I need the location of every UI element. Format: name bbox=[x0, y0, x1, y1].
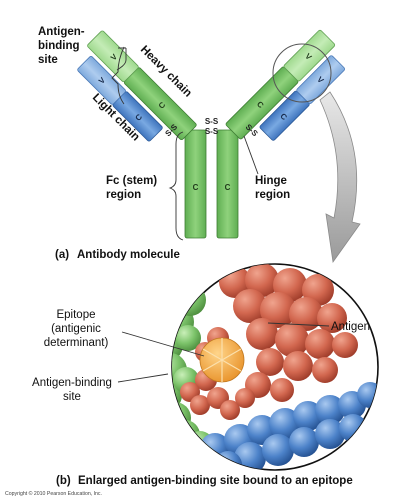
light-chain-spheres bbox=[200, 382, 378, 470]
hinge-region-label-line2: region bbox=[255, 189, 290, 201]
antigen-binding-site-bracket bbox=[116, 47, 127, 71]
light-right-v-label: V bbox=[315, 75, 326, 86]
light-right-c-label: C bbox=[278, 112, 289, 123]
light-left-v-label: V bbox=[97, 75, 108, 86]
zoom-arrow bbox=[319, 91, 361, 264]
caption-a-prefix: (a) bbox=[55, 249, 69, 261]
antigen-binding-site-label-line3: site bbox=[38, 54, 58, 66]
epitope-label-line2: (antigenic bbox=[51, 323, 101, 335]
hinge-region-label-line1: Hinge bbox=[255, 175, 287, 187]
antigen-binding-site-label-line2: binding bbox=[38, 40, 80, 52]
light-chain-right: C V bbox=[259, 55, 346, 141]
light-left-c-label: C bbox=[134, 112, 145, 123]
caption-b-prefix: (b) bbox=[56, 475, 71, 487]
binding-site-leader bbox=[117, 373, 169, 383]
epitope-shape bbox=[199, 337, 245, 383]
antigen-label: Antigen bbox=[331, 321, 370, 333]
light-chain-left: C V bbox=[77, 56, 163, 142]
disulfide-bond-2: S-S bbox=[205, 127, 219, 136]
caption-a: Antibody molecule bbox=[77, 249, 180, 261]
antibody-molecule: C C C V C V C V C V bbox=[38, 26, 346, 261]
heavy-chain-arm-left: C V bbox=[87, 30, 197, 141]
caption-b: Enlarged antigen-binding site bound to a… bbox=[78, 475, 353, 487]
binding-site-label-line1: Antigen-binding bbox=[32, 377, 112, 389]
antigen-binding-site-brace bbox=[111, 46, 125, 105]
epitope-leader bbox=[121, 331, 205, 357]
epitope-label-line3: determinant) bbox=[44, 337, 109, 349]
heavy-chain-stem-left bbox=[184, 129, 207, 239]
epitope-label-line1: Epitope bbox=[56, 309, 95, 321]
heavy-left-v-label: V bbox=[109, 52, 120, 63]
binding-site-label-line2: site bbox=[63, 391, 81, 403]
fc-region-label-line1: Fc (stem) bbox=[106, 175, 157, 187]
binding-site-enlargement: Epitope (antigenic determinant) Antigen … bbox=[32, 263, 379, 487]
zoom-circle bbox=[272, 43, 332, 103]
fc-region-label-line2: region bbox=[106, 189, 141, 201]
heavy-left-c-label: C bbox=[157, 100, 168, 111]
stem-right-c-label: C bbox=[225, 183, 231, 192]
heavy-chain-arm-right: C V bbox=[225, 29, 336, 140]
stem-left-c-label: C bbox=[193, 183, 199, 192]
disulfide-bond-1: S-S bbox=[205, 117, 219, 126]
hinge-region-leader bbox=[243, 135, 259, 175]
heavy-chain-stem-right bbox=[216, 129, 239, 239]
heavy-right-v-label: V bbox=[303, 52, 314, 63]
antigen-binding-site-label-line1: Antigen- bbox=[38, 26, 85, 38]
fc-region-brace bbox=[168, 131, 184, 241]
copyright-text: Copyright © 2010 Pearson Education, Inc. bbox=[5, 490, 102, 497]
heavy-right-c-label: C bbox=[255, 100, 266, 111]
antigen-leader bbox=[267, 322, 330, 327]
